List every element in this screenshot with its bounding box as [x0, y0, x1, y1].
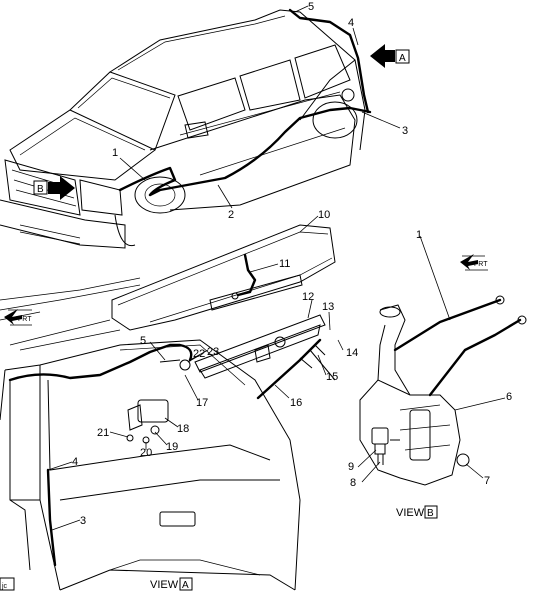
callout-19: 19	[166, 441, 178, 453]
frt-arrow-upper	[460, 254, 488, 271]
callout-6: 6	[506, 391, 512, 403]
callout-12: 12	[302, 291, 314, 303]
vehicle-illustration	[0, 8, 372, 249]
view-a-caption-letter: A	[182, 580, 189, 591]
washer-reservoir-illustration	[359, 295, 527, 486]
view-a-caption-text: VIEW	[150, 579, 179, 591]
callout-5-view-a: 5	[140, 335, 146, 347]
callout-13: 13	[322, 301, 334, 313]
liftgate-leaders	[47, 215, 344, 531]
callout-7: 7	[484, 475, 490, 487]
liftgate-illustration	[0, 277, 326, 591]
callout-22: 22	[193, 348, 205, 360]
callout-23: 23	[207, 346, 219, 358]
vehicle-leaders	[119, 5, 401, 209]
view-b-caption: VIEW B	[396, 505, 438, 519]
callout-5-vehicle: 5	[308, 1, 314, 13]
view-b-caption-letter: B	[427, 508, 434, 519]
view-a-arrow-letter: A	[399, 53, 406, 64]
frt-arrow-lower	[4, 309, 32, 326]
callout-3-view-a: 3	[80, 515, 86, 527]
view-b-arrow-letter: B	[37, 184, 44, 195]
callout-3-vehicle: 3	[402, 125, 408, 137]
callout-8: 8	[350, 477, 356, 489]
lamp-panel-illustration	[194, 314, 336, 381]
callout-1-vehicle: 1	[112, 147, 118, 159]
frt-label-lower: FRT	[18, 316, 32, 323]
view-b-arrow	[33, 176, 75, 200]
callout-15: 15	[326, 371, 338, 383]
callout-11: 11	[279, 258, 290, 270]
view-b-caption-text: VIEW	[396, 507, 425, 519]
view-a-arrow	[370, 44, 410, 68]
callout-9: 9	[348, 461, 354, 473]
callout-4-view-a: 4	[72, 456, 78, 468]
callout-17: 17	[196, 397, 208, 409]
callout-10: 10	[318, 209, 330, 221]
callout-1-view-b: 1	[416, 229, 422, 241]
callout-4-vehicle: 4	[348, 17, 354, 29]
callout-16: 16	[290, 397, 302, 409]
callout-14: 14	[346, 347, 358, 359]
callout-20: 20	[140, 447, 152, 459]
frt-label-upper: FRT	[474, 261, 488, 268]
callout-21: 21	[97, 427, 109, 439]
callout-numbers: 1 2 3 4 5 10 11 12 13 14 15 16 17 18 19 …	[72, 1, 512, 527]
reservoir-leaders	[357, 235, 506, 483]
corner-code: jc	[1, 583, 8, 590]
callout-18: 18	[177, 423, 189, 435]
view-a-caption: VIEW A	[150, 577, 193, 591]
spoiler-illustration	[111, 224, 336, 331]
callout-2: 2	[228, 209, 234, 221]
